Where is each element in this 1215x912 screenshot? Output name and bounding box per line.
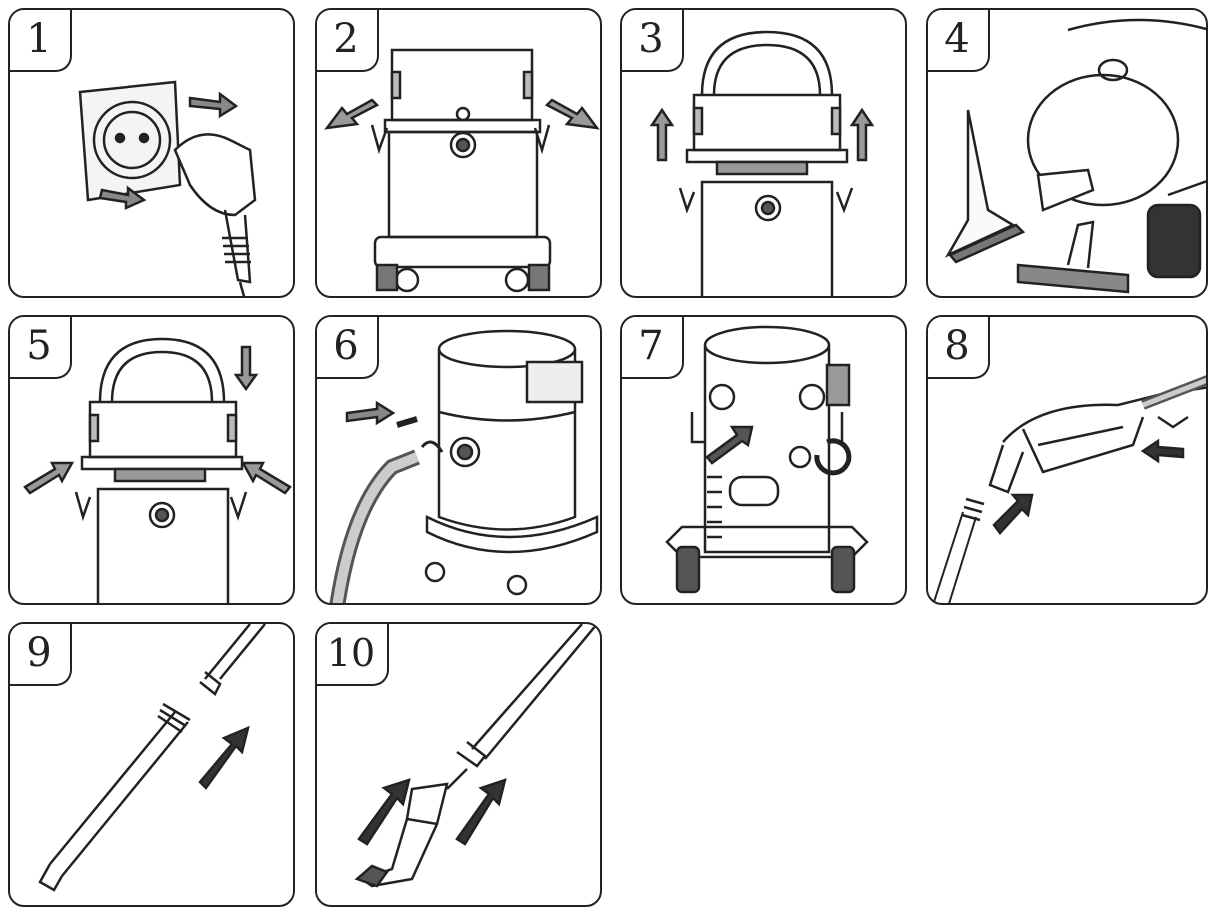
lift-motor-head-icon bbox=[649, 30, 875, 296]
step-panel-2: 2 bbox=[315, 8, 602, 298]
step-number: 4 bbox=[928, 10, 990, 72]
step-number: 3 bbox=[622, 10, 684, 72]
step-panel-3: 3 bbox=[620, 8, 907, 298]
step-number: 10 bbox=[317, 624, 389, 686]
step-panel-10: 10 bbox=[315, 622, 602, 907]
attach-tube-to-handle-icon bbox=[932, 375, 1206, 603]
twist-lock-hose-icon bbox=[665, 325, 869, 594]
step-panel-1: 1 bbox=[8, 8, 295, 298]
step-panel-5: 5 bbox=[8, 315, 295, 605]
step-panel-8: 8 bbox=[926, 315, 1208, 605]
step-panel-4: 4 bbox=[926, 8, 1208, 298]
reattach-motor-head-icon bbox=[23, 337, 292, 603]
step-number: 9 bbox=[10, 624, 72, 686]
unplug-power-icon bbox=[78, 80, 257, 296]
attach-nozzle-icon bbox=[354, 624, 598, 888]
step-number: 7 bbox=[622, 317, 684, 379]
connect-hose-icon bbox=[329, 329, 599, 603]
step-panel-6: 6 bbox=[315, 315, 602, 605]
release-clips-icon bbox=[324, 48, 600, 293]
step-number: 8 bbox=[928, 317, 990, 379]
step-number: 2 bbox=[317, 10, 379, 72]
step-number: 1 bbox=[10, 10, 72, 72]
step-panel-9: 9 bbox=[8, 622, 295, 907]
step-panel-7: 7 bbox=[620, 315, 907, 605]
step-number: 5 bbox=[10, 317, 72, 379]
join-extension-tubes-icon bbox=[38, 624, 266, 892]
step-number: 6 bbox=[317, 317, 379, 379]
accessories-filter-icon bbox=[944, 18, 1206, 294]
